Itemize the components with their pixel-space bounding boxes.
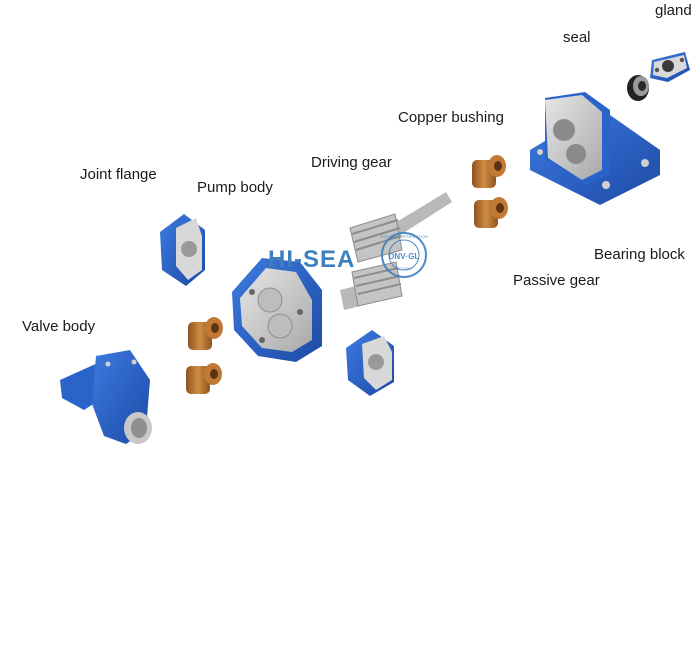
label-copper-bushing: Copper bushing	[398, 109, 504, 126]
label-seal: seal	[563, 29, 591, 46]
cert-mark-text: DNV·GL	[389, 252, 420, 261]
gland-part	[650, 52, 690, 82]
driving-gear-part	[349, 192, 452, 263]
seal-part	[627, 75, 649, 101]
label-valve-body: Valve body	[22, 318, 96, 335]
label-gland: gland	[655, 2, 692, 19]
cert-ring-text: SYSTEM CERTIFICATION	[380, 234, 428, 239]
joint-flange-right	[346, 330, 394, 396]
copper-bushing-right	[472, 155, 508, 228]
label-driving-gear: Driving gear	[311, 154, 392, 171]
passive-gear-part	[340, 261, 403, 310]
label-joint-flange: Joint flange	[80, 166, 157, 183]
bearing-block-part	[530, 92, 660, 205]
joint-flange-left	[160, 214, 205, 286]
pump-body-part	[232, 258, 322, 362]
valve-body-part	[60, 350, 152, 444]
label-bearing-block: Bearing block	[594, 246, 685, 263]
certification-logo: SYSTEM CERTIFICATION DNV·GL ISO 9001	[380, 232, 428, 278]
iso-text: ISO 9001	[396, 266, 414, 271]
brand-watermark: HI-SEA	[268, 246, 356, 273]
label-pump-body: Pump body	[197, 179, 273, 196]
copper-bushing-left	[186, 317, 223, 394]
label-passive-gear: Passive gear	[513, 272, 600, 289]
